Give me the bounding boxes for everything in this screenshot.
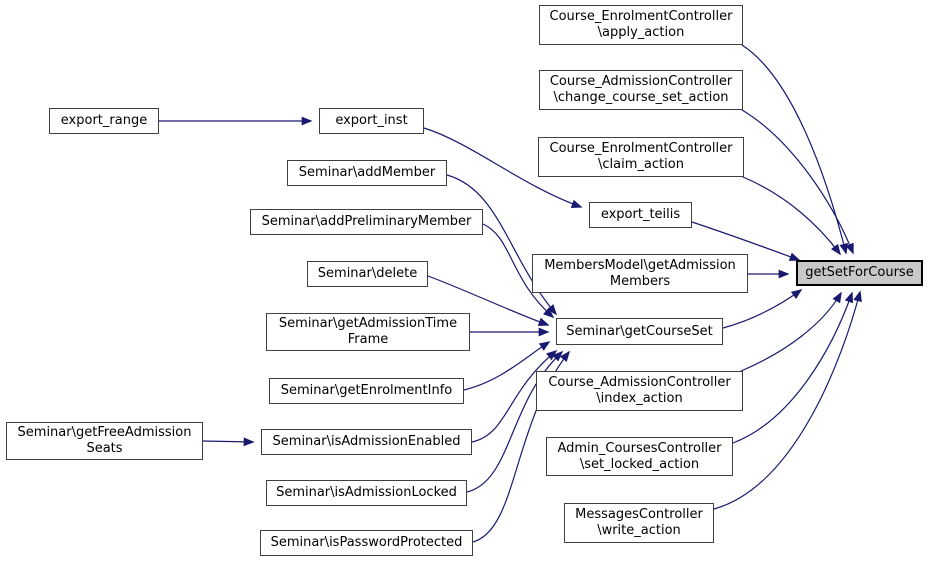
- node-seminar-delete[interactable]: Seminar\delete: [307, 261, 428, 287]
- node-messagescontroller-write-action[interactable]: MessagesController \write_action: [564, 503, 714, 543]
- node-seminar-isadmissionlocked[interactable]: Seminar\isAdmissionLocked: [266, 480, 467, 506]
- node-seminar-getenrolmentinfo[interactable]: Seminar\getEnrolmentInfo: [269, 378, 464, 404]
- edge-export-inst-to-export-teilis: [423, 127, 583, 209]
- node-membersmodel-getadmissionmembers[interactable]: MembersModel\getAdmission Members: [532, 254, 748, 293]
- edge-change-course-set-action-to-getsetforcourse: [741, 109, 854, 255]
- node-seminar-addmember[interactable]: Seminar\addMember: [287, 160, 447, 186]
- edge-addpreliminarymember-to-getcourseset: [482, 223, 555, 319]
- node-export-range[interactable]: export_range: [49, 108, 159, 134]
- node-getsetforcourse-focus: getSetForCourse: [796, 260, 923, 286]
- edge-delete-to-getcourseset: [427, 275, 550, 326]
- edge-getenrolmentinfo-to-getcourseset: [463, 341, 551, 391]
- node-seminar-addpreliminarymember[interactable]: Seminar\addPreliminaryMember: [250, 209, 483, 235]
- node-course-enrolmentcontroller-apply-action[interactable]: Course_EnrolmentController \apply_action: [539, 5, 743, 45]
- edge-getfreeadmissionseats-to-isadmissionenabled: [202, 437, 255, 447]
- edge-export-teilis-to-getsetforcourse: [691, 221, 801, 261]
- node-course-enrolmentcontroller-claim-action[interactable]: Course_EnrolmentController \claim_action: [538, 137, 744, 177]
- node-course-admissioncontroller-index-action[interactable]: Course_AdmissionController \index_action: [536, 371, 743, 411]
- edge-addmember-to-getcourseset: [446, 174, 558, 316]
- edge-index-action-to-getsetforcourse: [740, 291, 842, 372]
- edge-getcourseset-to-getsetforcourse: [722, 289, 803, 329]
- node-seminar-getcourseset[interactable]: Seminar\getCourseSet: [556, 318, 723, 345]
- node-seminar-getadmissiontimeframe[interactable]: Seminar\getAdmissionTime Frame: [266, 313, 470, 351]
- edge-claim-action-to-getsetforcourse: [742, 176, 841, 256]
- node-export-inst[interactable]: export_inst: [319, 108, 424, 134]
- node-admin-coursescontroller-set-locked-action[interactable]: Admin_CoursesController \set_locked_acti…: [546, 437, 733, 476]
- node-seminar-isadmissionenabled[interactable]: Seminar\isAdmissionEnabled: [261, 429, 472, 455]
- node-course-admissioncontroller-change-course-set-action[interactable]: Course_AdmissionController \change_cours…: [539, 70, 743, 110]
- edge-isadmissionenabled-to-getcourseset: [471, 349, 558, 443]
- node-seminar-ispasswordprotected[interactable]: Seminar\isPasswordProtected: [260, 530, 473, 556]
- node-export-teilis[interactable]: export_teilis: [589, 202, 692, 228]
- edge-write-action-to-getsetforcourse: [713, 290, 862, 510]
- edge-apply-action-to-getsetforcourse: [741, 44, 848, 255]
- node-seminar-getfreeadmissionseats[interactable]: Seminar\getFreeAdmission Seats: [6, 422, 203, 460]
- edge-set-locked-action-to-getsetforcourse: [732, 291, 854, 444]
